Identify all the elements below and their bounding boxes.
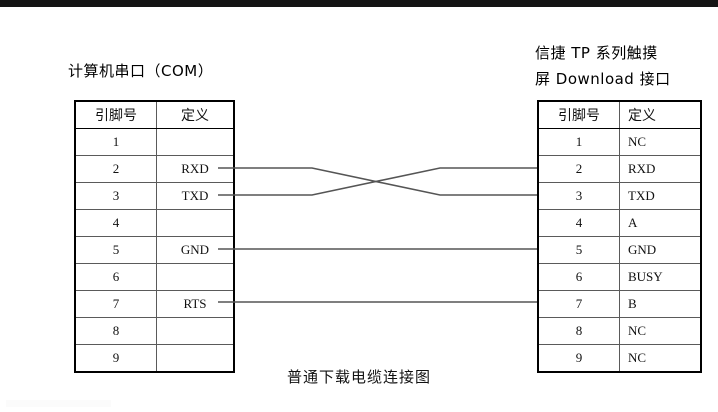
pin-definition: NC xyxy=(619,128,702,156)
pin-definition: RXD xyxy=(156,155,235,183)
pin-number: 9 xyxy=(74,344,157,373)
table-row: 5 GND xyxy=(537,236,702,264)
pin-number: 3 xyxy=(74,182,157,210)
table-row: 7 B xyxy=(537,290,702,318)
top-scan-artifact xyxy=(0,0,718,7)
left-port-heading: 计算机串口（COM） xyxy=(68,62,214,80)
table-row: 6 BUSY xyxy=(537,263,702,291)
pin-definition: NC xyxy=(619,317,702,345)
column-header-definition: 定义 xyxy=(156,100,235,129)
right-port-heading-line2: 屏 Download 接口 xyxy=(535,70,671,88)
table-row: 9 xyxy=(74,344,235,373)
table-row: 8 NC xyxy=(537,317,702,345)
pin-number: 5 xyxy=(74,236,157,264)
pin-definition: A xyxy=(619,209,702,237)
pin-number: 1 xyxy=(74,128,157,156)
table-header-row: 引脚号 定义 xyxy=(74,100,235,129)
table-row: 3 TXD xyxy=(537,182,702,210)
column-header-definition: 定义 xyxy=(619,100,702,129)
diagram-caption: 普通下载电缆连接图 xyxy=(286,370,431,386)
table-row: 1 xyxy=(74,128,235,156)
pin-number: 7 xyxy=(74,290,157,318)
pin-definition xyxy=(156,128,235,156)
table-row: 4 xyxy=(74,209,235,237)
pin-definition: RXD xyxy=(619,155,702,183)
table-row: 9 NC xyxy=(537,344,702,373)
right-port-heading-line1: 信捷 TP 系列触摸 xyxy=(535,44,658,62)
pin-number: 4 xyxy=(537,209,620,237)
pin-number: 3 xyxy=(537,182,620,210)
pin-number: 8 xyxy=(74,317,157,345)
pin-number: 1 xyxy=(537,128,620,156)
pin-definition: BUSY xyxy=(619,263,702,291)
table-row: 4 A xyxy=(537,209,702,237)
left-pin-table: 引脚号 定义 1 2 RXD 3 TXD 4 5 GND xyxy=(74,100,235,373)
pin-definition xyxy=(156,317,235,345)
right-port-heading: 信捷 TP 系列触摸 屏 Download 接口 xyxy=(535,40,671,92)
table-row: 5 GND xyxy=(74,236,235,264)
table-row: 6 xyxy=(74,263,235,291)
right-pin-table: 引脚号 定义 1 NC 2 RXD 3 TXD 4 A 5 GND xyxy=(537,100,702,373)
bottom-scan-artifact xyxy=(6,400,111,407)
table-row: 1 NC xyxy=(537,128,702,156)
pin-definition xyxy=(156,263,235,291)
pin-number: 8 xyxy=(537,317,620,345)
pin-number: 6 xyxy=(537,263,620,291)
pin-definition: B xyxy=(619,290,702,318)
pin-definition: RTS xyxy=(156,290,235,318)
pin-number: 5 xyxy=(537,236,620,264)
pin-definition xyxy=(156,209,235,237)
wire-txd-to-rxd xyxy=(218,167,537,196)
pin-number: 2 xyxy=(537,155,620,183)
column-header-pin: 引脚号 xyxy=(74,100,157,129)
pin-number: 4 xyxy=(74,209,157,237)
pin-number: 7 xyxy=(537,290,620,318)
pin-definition: NC xyxy=(619,344,702,373)
wire-rxd-to-txd xyxy=(218,167,537,196)
table-row: 8 xyxy=(74,317,235,345)
pin-definition xyxy=(156,344,235,373)
pin-number: 2 xyxy=(74,155,157,183)
table-header-row: 引脚号 定义 xyxy=(537,100,702,129)
pin-definition: GND xyxy=(156,236,235,264)
table-row: 2 RXD xyxy=(74,155,235,183)
pin-number: 9 xyxy=(537,344,620,373)
pin-definition: TXD xyxy=(619,182,702,210)
pin-definition: GND xyxy=(619,236,702,264)
pin-number: 6 xyxy=(74,263,157,291)
table-row: 7 RTS xyxy=(74,290,235,318)
pin-definition: TXD xyxy=(156,182,235,210)
column-header-pin: 引脚号 xyxy=(537,100,620,129)
table-row: 2 RXD xyxy=(537,155,702,183)
table-row: 3 TXD xyxy=(74,182,235,210)
